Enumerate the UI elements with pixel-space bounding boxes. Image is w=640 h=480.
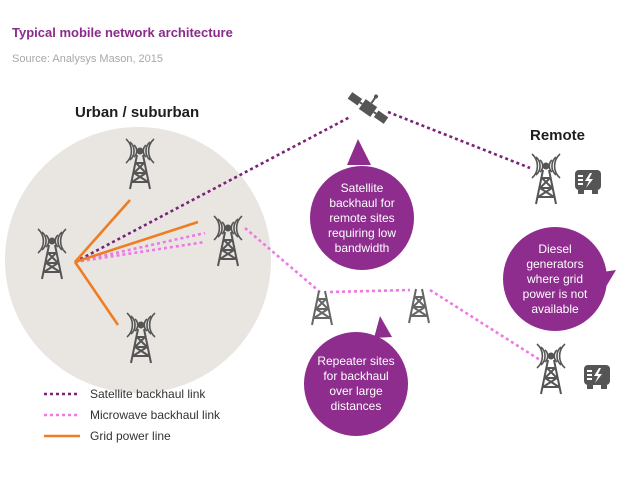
legend-microwave-label: Microwave backhaul link (90, 407, 221, 422)
legend: Satellite backhaul link Microwave backha… (44, 383, 220, 446)
power-line-2 (74, 220, 199, 264)
source-note: Source: Analysys Mason, 2015 (12, 53, 164, 65)
legend-grid-label: Grid power line (90, 428, 171, 443)
repeater-bubble-text: Repeater sites for backhaul over large d… (317, 354, 395, 413)
radio-tower-icon (536, 343, 566, 395)
satellite-link-urban (74, 115, 351, 264)
satellite-bubble-text: Satellite backhaul for remote sites requ… (327, 180, 397, 255)
microwave-link-urban-1 (74, 231, 206, 264)
diesel-bubble-text: Diesel generators where grid power is no… (522, 241, 588, 316)
satellite-icon (347, 92, 389, 124)
remote-region-label: Remote (530, 127, 586, 144)
diagram-title: Typical mobile network architecture (12, 25, 233, 40)
repeater-tower-icon (408, 288, 430, 324)
repeater-tower-icon (311, 290, 333, 326)
microwave-link-urban-2 (74, 240, 206, 264)
satellite-bubble (310, 139, 414, 270)
microwave-link-to-repeater (244, 227, 321, 293)
urban-region-label: Urban / suburban (75, 104, 200, 121)
satellite-link-remote (387, 110, 531, 170)
radio-tower-icon (531, 153, 561, 205)
diesel-generator-icon (584, 365, 610, 389)
microwave-link-remote (429, 288, 541, 362)
repeater-bubble (304, 316, 408, 436)
legend-satellite-label: Satellite backhaul link (90, 386, 206, 401)
microwave-link-repeaters (329, 288, 411, 294)
power-line-3 (73, 261, 120, 326)
diesel-bubble (503, 227, 616, 331)
power-line-1 (74, 199, 131, 263)
diesel-generator-icon (575, 170, 601, 194)
